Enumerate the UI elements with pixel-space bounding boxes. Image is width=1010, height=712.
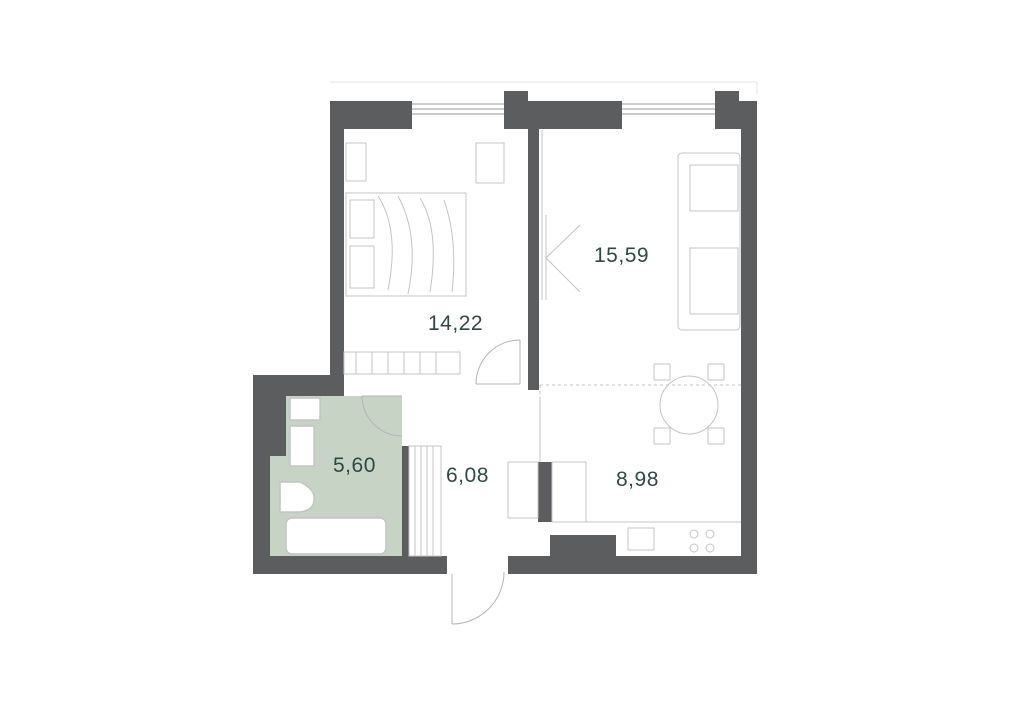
desk — [475, 142, 505, 184]
bathroom-area-label: 5,60 — [333, 454, 376, 477]
windows — [412, 103, 715, 115]
sink — [627, 527, 655, 551]
hallway-area-label: 6,08 — [446, 464, 489, 487]
bedroom-furniture — [343, 142, 505, 375]
washing-machine — [289, 397, 321, 421]
kitchen-counter-side — [551, 461, 587, 523]
stove-burner — [689, 529, 699, 539]
bedroom-area-label: 14,22 — [428, 312, 483, 335]
toilet — [279, 481, 315, 513]
kitchen-area-label: 8,98 — [616, 468, 659, 491]
living-room-area-label: 15,59 — [594, 244, 649, 267]
balcony-outline — [330, 81, 758, 94]
bathtub — [285, 517, 387, 555]
wardrobe — [343, 351, 461, 375]
bathroom-fixtures — [279, 397, 387, 555]
bed — [345, 192, 467, 297]
bedside-table — [345, 142, 367, 182]
hall-shelf — [507, 461, 539, 519]
living-furniture — [540, 130, 741, 445]
doors — [361, 339, 521, 625]
room-labels: 14,22 15,59 5,60 6,08 8,98 — [333, 244, 659, 491]
kitchen-furniture — [507, 385, 741, 553]
sink-bath — [289, 425, 315, 467]
sofa — [677, 152, 741, 331]
hall-wardrobe — [408, 445, 442, 557]
walls — [253, 91, 757, 574]
dining-table — [659, 375, 719, 435]
